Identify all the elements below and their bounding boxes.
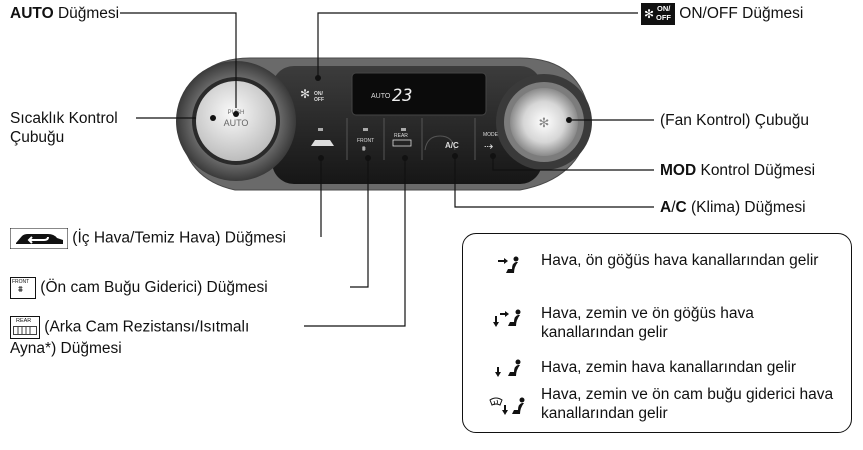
display-auto-text: AUTO: [371, 93, 391, 100]
rear-line2: Ayna*) Düğmesi: [10, 339, 249, 358]
ac-bold1: A: [660, 199, 671, 216]
front-defrost-label: FRONT ⩩ (Ön cam Buğu Giderici) Düğmesi: [10, 277, 268, 299]
panel-mode-icon: ⇢: [484, 140, 493, 153]
vent-floor-defrost-icon: [488, 394, 536, 418]
onoff-icon-on: ON/: [657, 4, 670, 13]
panel-front-text: FRONT: [357, 138, 374, 144]
fan-icon: ✻: [644, 5, 654, 24]
fan-knob-label: (Fan Kontrol) Çubuğu: [660, 111, 809, 130]
auto-bold: AUTO: [10, 5, 54, 22]
knob-auto-text: AUTO: [224, 118, 249, 128]
front-text: (Ön cam Buğu Giderici) Düğmesi: [36, 279, 268, 296]
auto-rest: Düğmesi: [54, 5, 119, 22]
recirc-text: (İç Hava/Temiz Hava) Düğmesi: [68, 230, 286, 247]
display-temp-text: 23: [392, 86, 412, 106]
legend-text-floor-chest: Hava, zemin ve ön göğüs hava kanallarınd…: [541, 304, 841, 342]
panel-recirc-icon: [311, 140, 334, 146]
onoff-text: ON/OFF Düğmesi: [675, 5, 803, 22]
temp-line2: Çubuğu: [10, 128, 118, 147]
panel-mode-text: MODE: [483, 132, 499, 138]
fan-text: (Fan Kontrol) Çubuğu: [660, 112, 809, 129]
recirc-car-icon: [10, 228, 68, 249]
vent-floor-chest-icon: [488, 306, 536, 330]
onoff-icon: ✻ ON/ OFF: [641, 3, 675, 25]
legend-text-floor-defrost: Hava, zemin ve ön cam buğu giderici hava…: [541, 385, 841, 423]
airflow-legend: Hava, ön göğüs hava kanallarından gelir …: [462, 233, 852, 433]
mode-rest: Kontrol Düğmesi: [696, 162, 815, 179]
ac-bold2: C: [676, 199, 687, 216]
legend-text-chest: Hava, ön göğüs hava kanallarından gelir: [541, 251, 841, 270]
recirc-button-label: (İç Hava/Temiz Hava) Düğmesi: [10, 228, 286, 249]
onoff-button-label: ✻ ON/ OFF ON/OFF Düğmesi: [641, 3, 803, 25]
panel-fan-icon: ✻: [300, 87, 310, 101]
panel-rear-text: REAR: [394, 133, 408, 139]
front-defrost-icon: FRONT ⩩: [10, 277, 36, 299]
panel-off-text: OFF: [314, 97, 324, 103]
rear-box-text: REAR: [16, 318, 31, 324]
panel-ac-text: A/C: [445, 141, 459, 150]
temperature-knob-label: Sıcaklık Kontrol Çubuğu: [10, 109, 118, 147]
mode-button-label: MOD Kontrol Düğmesi: [660, 161, 815, 180]
auto-button-label: AUTO Düğmesi: [10, 4, 119, 23]
vent-floor-icon: [488, 356, 536, 380]
panel-defrost-icon: ⩩: [362, 145, 366, 153]
rear-line1: (Arka Cam Rezistansı/Isıtmalı: [40, 319, 249, 336]
temp-line1: Sıcaklık Kontrol: [10, 109, 118, 128]
rear-defrost-label: REAR (Arka Cam Rezistansı/Isıtmalı Ayna*…: [10, 316, 249, 358]
legend-text-floor: Hava, zemin hava kanallarından gelir: [541, 358, 841, 377]
defrost-glyph: ⩩: [18, 285, 23, 295]
fan-knob-icon: ✻: [539, 116, 550, 131]
ac-rest: (Klima) Düğmesi: [687, 199, 806, 216]
vent-chest-icon: [488, 253, 536, 277]
ac-button-label: A/C (Klima) Düğmesi: [660, 198, 806, 217]
onoff-icon-off: OFF: [656, 13, 671, 22]
rear-defrost-icon: REAR: [10, 316, 40, 339]
mode-bold: MOD: [660, 162, 696, 179]
